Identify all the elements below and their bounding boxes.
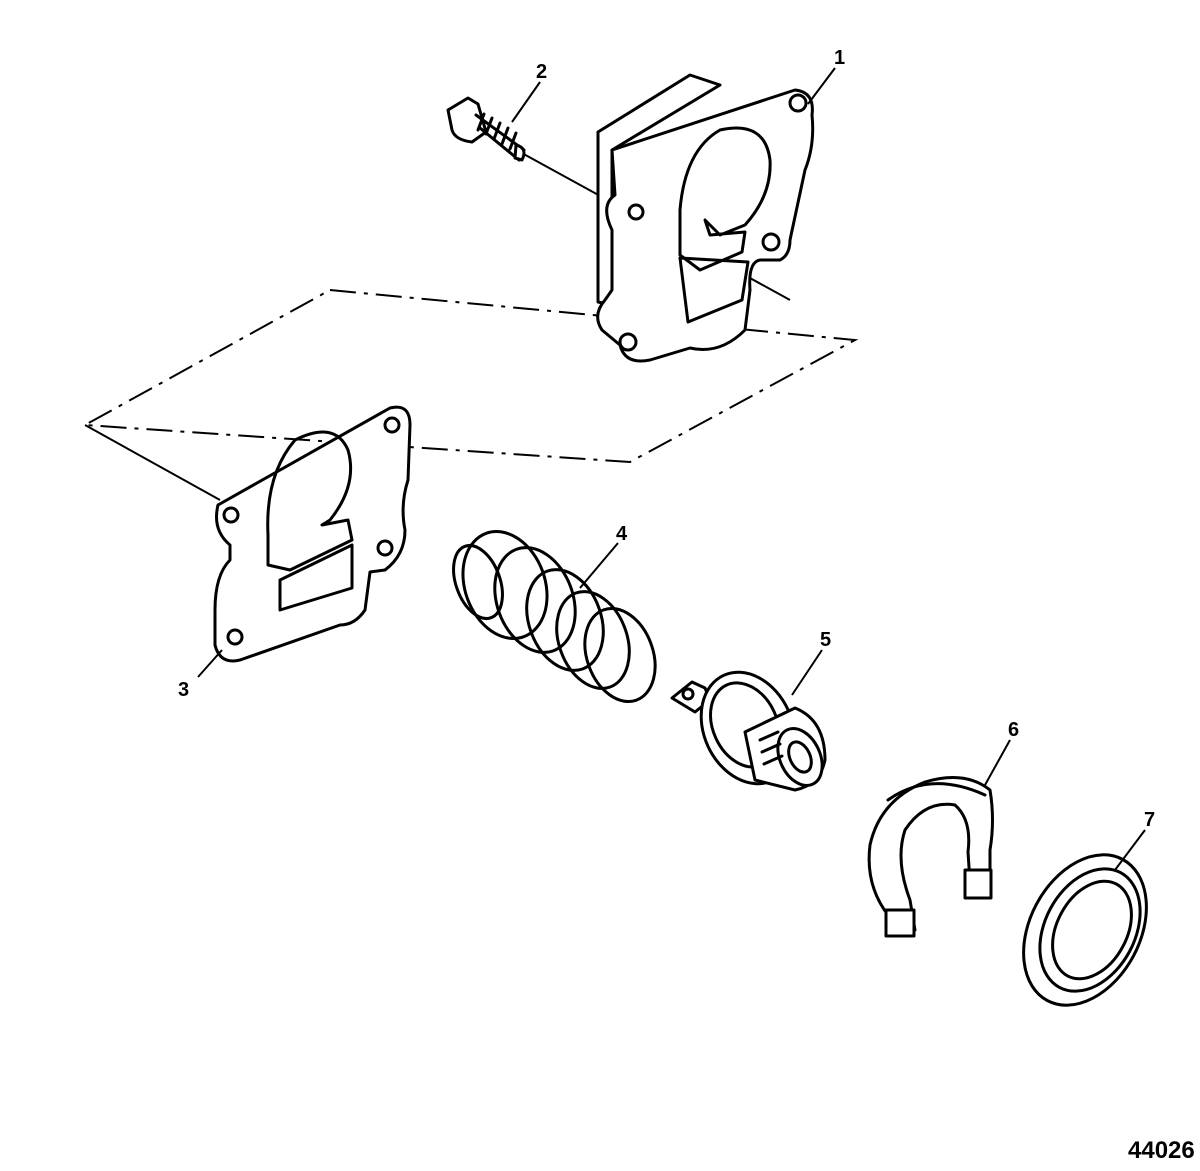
callout-7: 7 (1144, 809, 1155, 831)
callout-6: 6 (1008, 719, 1019, 741)
callout-5: 5 (820, 629, 831, 651)
seal (1022, 853, 1148, 1007)
figure-number: 44026 (1128, 1137, 1195, 1164)
spring (452, 530, 657, 703)
retaining-clip (867, 776, 994, 938)
callout-3: 3 (178, 679, 189, 701)
leader-lines (197, 67, 1146, 871)
callout-4: 4 (616, 523, 628, 545)
bolt (446, 96, 526, 162)
thermostat-housing (596, 73, 815, 363)
gasket (213, 405, 412, 663)
callout-1: 1 (834, 47, 845, 69)
callout-labels: 1 2 3 4 5 6 7 (178, 47, 1155, 831)
thermostat (670, 670, 827, 792)
callout-2: 2 (536, 61, 547, 83)
